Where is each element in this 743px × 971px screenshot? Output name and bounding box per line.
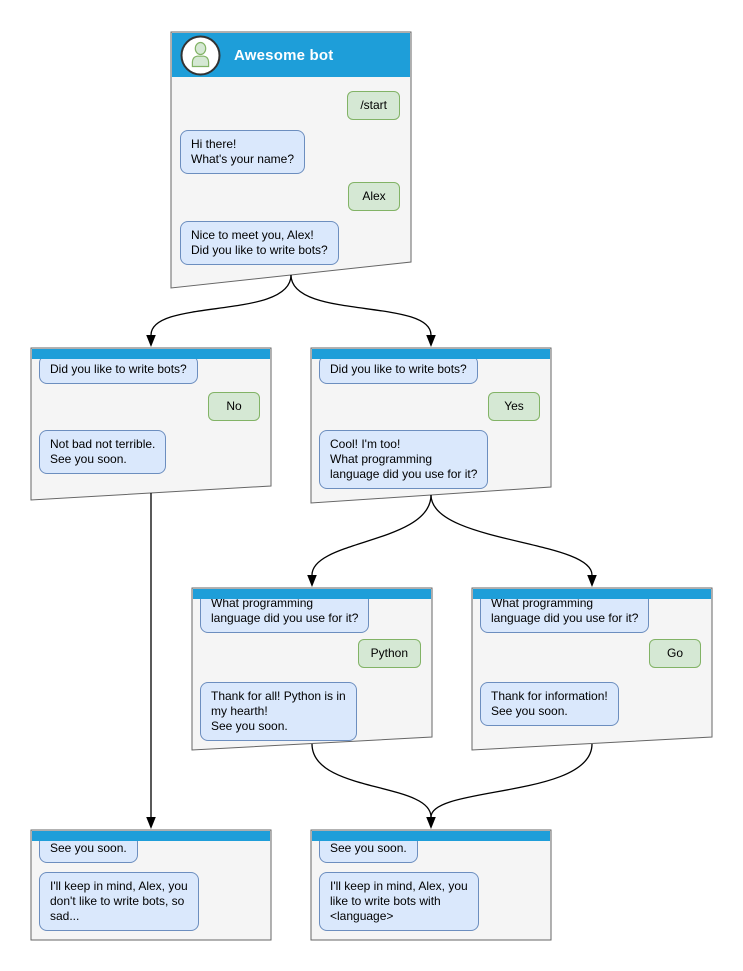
arrowhead-main-to-no xyxy=(146,335,156,347)
chat-window-end-no: See you soon. I'll keep in mind, Alex, y… xyxy=(31,830,271,940)
user-message-bubble: /start xyxy=(347,91,400,120)
bot-message-bubble: Nice to meet you, Alex! Did you like to … xyxy=(180,221,339,265)
chat-window-python: What programming language did you use fo… xyxy=(192,588,432,750)
window-header xyxy=(312,831,550,841)
user-message-bubble: Go xyxy=(649,639,701,668)
arrow-main-to-no xyxy=(150,274,292,336)
arrow-python-to-end xyxy=(311,743,432,818)
bot-message-bubble: Thank for all! Python is in my hearth! S… xyxy=(200,682,357,741)
chat-window-branch-yes: Did you like to write bots? Yes Cool! I'… xyxy=(311,348,551,503)
window-header xyxy=(32,831,270,841)
bot-message-bubble: Thank for information! See you soon. xyxy=(480,682,619,726)
bot-avatar-icon xyxy=(180,35,221,75)
arrow-main-to-yes xyxy=(290,274,432,336)
chat-window-end-yes: See you soon. I'll keep in mind, Alex, y… xyxy=(311,830,551,940)
arrowhead-no-to-end xyxy=(146,817,156,829)
window-header: Awesome bot xyxy=(172,33,410,77)
window-header xyxy=(473,589,711,599)
arrow-yes-to-python xyxy=(311,494,432,576)
arrow-go-to-end xyxy=(430,743,593,818)
window-header xyxy=(32,349,270,359)
chat-window-branch-no: Did you like to write bots? No Not bad n… xyxy=(31,348,271,500)
chat-window-main: Awesome bot /start Hi there! What's your… xyxy=(171,32,411,288)
chat-window-go: What programming language did you use fo… xyxy=(472,588,712,750)
window-header xyxy=(193,589,431,599)
bot-message-bubble: Did you like to write bots? xyxy=(39,355,198,384)
bot-message-bubble: I'll keep in mind, Alex, you don't like … xyxy=(39,872,199,931)
arrowhead-yes-to-python xyxy=(307,575,317,587)
arrowhead-main-to-yes xyxy=(426,335,436,347)
bot-message-bubble: Did you like to write bots? xyxy=(319,355,478,384)
user-message-bubble: Alex xyxy=(348,182,400,211)
arrowhead-merge-to-end xyxy=(426,817,436,829)
user-message-bubble: No xyxy=(208,392,260,421)
user-message-bubble: Python xyxy=(357,639,421,668)
window-header xyxy=(312,349,550,359)
arrowhead-yes-to-go xyxy=(587,575,597,587)
user-message-bubble: Yes xyxy=(488,392,540,421)
bot-message-bubble: I'll keep in mind, Alex, you like to wri… xyxy=(319,872,479,931)
arrow-yes-to-go xyxy=(430,494,593,576)
window-title: Awesome bot xyxy=(234,46,334,64)
bot-message-bubble: Cool! I'm too! What programming language… xyxy=(319,430,489,489)
bot-message-bubble: Not bad not terrible. See you soon. xyxy=(39,430,167,474)
bot-message-bubble: See you soon. xyxy=(319,834,418,863)
bot-message-bubble: Hi there! What's your name? xyxy=(180,130,306,174)
